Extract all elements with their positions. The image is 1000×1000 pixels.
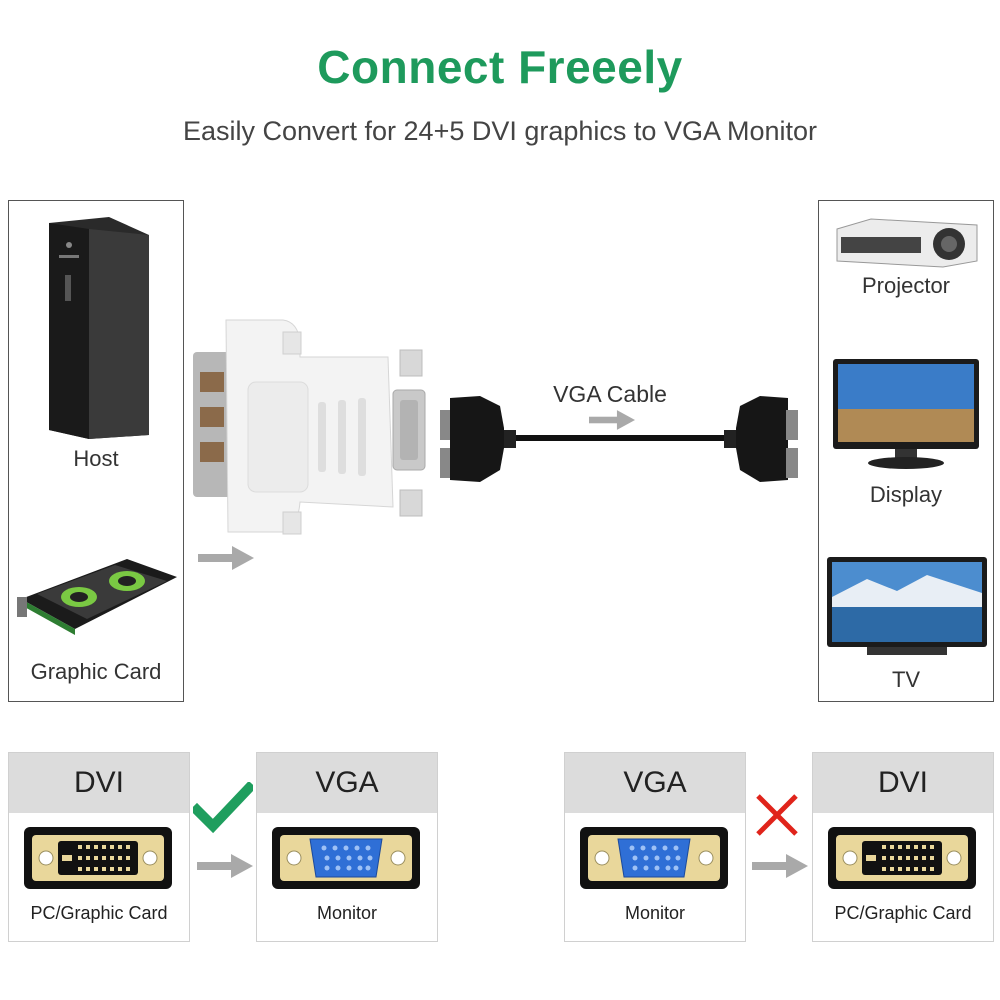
- graphic-card-image: [17, 559, 177, 635]
- dvi-vga-adapter-image: [193, 319, 426, 535]
- projector-label: Projector: [861, 273, 951, 298]
- dvi-target-device: PC/Graphic Card: [834, 903, 972, 923]
- tv-image: [827, 557, 987, 655]
- vga-target-card: VGA Monitor: [256, 752, 438, 942]
- graphic-card-label: Graphic Card: [30, 659, 162, 684]
- page-title: Connect Freeely: [317, 41, 683, 93]
- arrow-right-icon: [197, 854, 253, 878]
- host-label: Host: [73, 446, 119, 471]
- checkmark-icon: [193, 782, 253, 834]
- vga-port-icon: [580, 827, 728, 889]
- dvi-source-device: PC/Graphic Card: [30, 903, 168, 923]
- dvi-port-icon: [828, 827, 976, 889]
- display-monitor-image: [833, 359, 979, 469]
- vga-source-device: Monitor: [624, 903, 686, 923]
- cross-icon: [756, 794, 798, 836]
- arrow-right-icon: [752, 854, 808, 878]
- page-subtitle: Easily Convert for 24+5 DVI graphics to …: [182, 116, 818, 146]
- vga-target-device: Monitor: [316, 903, 378, 923]
- dvi-source-heading: DVI: [9, 753, 189, 813]
- vga-cable-image: [440, 396, 798, 482]
- display-devices-panel: Projector Display TV: [818, 200, 994, 702]
- dvi-target-card: DVI PC/Graphic Card: [812, 752, 994, 942]
- vga-source-card: VGA Monitor: [564, 752, 746, 942]
- host-tower-image: [49, 217, 149, 439]
- dvi-target-heading: DVI: [813, 753, 993, 813]
- vga-target-heading: VGA: [257, 753, 437, 813]
- display-label: Display: [869, 482, 943, 507]
- projector-image: [836, 218, 978, 268]
- vga-cable-label: VGA Cable: [553, 381, 667, 407]
- arrow-right-icon: [198, 546, 254, 570]
- tv-label: TV: [891, 667, 921, 692]
- vga-source-heading: VGA: [565, 753, 745, 813]
- arrow-right-icon: [589, 410, 635, 430]
- dvi-port-icon: [24, 827, 172, 889]
- source-devices-panel: Host Graphic Card: [8, 200, 184, 702]
- vga-port-icon: [272, 827, 420, 889]
- dvi-source-card: DVI PC/Graphic Card: [8, 752, 190, 942]
